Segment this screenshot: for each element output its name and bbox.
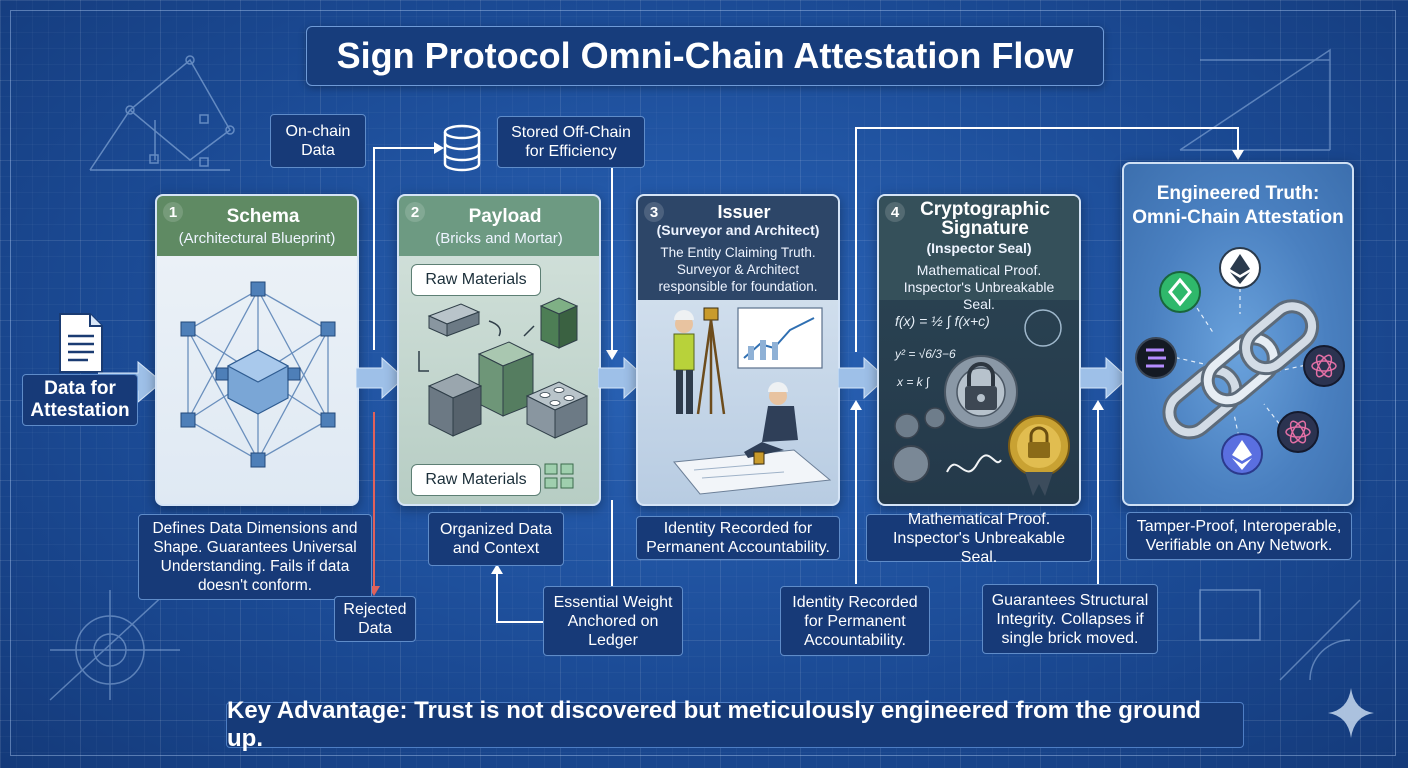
step-number: 3: [644, 202, 664, 222]
issuer-card: 3 Issuer (Surveyor and Architect) The En…: [636, 194, 840, 506]
key-advantage-banner: Key Advantage: Trust is not discovered b…: [226, 697, 1244, 752]
atom-icon: [1277, 411, 1319, 453]
lock-icon: [965, 362, 997, 410]
raw-materials-bottom: Raw Materials: [411, 464, 541, 496]
issuer-card-header: 3 Issuer (Surveyor and Architect) The En…: [638, 196, 838, 300]
result-card: Engineered Truth: Omni-Chain Attestation: [1122, 162, 1354, 506]
chain-icon: [1162, 299, 1320, 440]
bnb-icon: [1159, 271, 1201, 313]
off-chain-label: Stored Off-Chain for Efficiency: [497, 116, 645, 168]
step-title: Payload: [468, 206, 542, 227]
blueprint-sketch-top-left: [89, 55, 235, 171]
flow-arrow-4: [1080, 356, 1129, 400]
solana-icon: [1135, 337, 1177, 379]
database-icon: [443, 124, 481, 172]
blueprint-cube-icon: [180, 281, 336, 468]
result-title: Engineered Truth: Omni-Chain Attestation: [1132, 183, 1344, 228]
svg-text:y² = √6/3−6: y² = √6/3−6: [894, 347, 956, 361]
signature-caption: Mathematical Proof. Inspector's Unbreaka…: [866, 511, 1092, 566]
sparkle-icon: [1328, 688, 1374, 738]
flow-arrow-3: [838, 356, 887, 400]
step-description: Mathematical Proof. Inspector's Unbreaka…: [903, 262, 1055, 312]
payload-card-header: 2 Payload (Bricks and Mortar): [399, 196, 599, 256]
raw-materials-top: Raw Materials: [411, 264, 541, 296]
schema-card-header: 1 Schema (Architectural Blueprint): [157, 196, 357, 256]
step-number: 2: [405, 202, 425, 222]
step-number: 1: [163, 202, 183, 222]
input-label: Data for Attestation: [22, 374, 138, 426]
signature-card-header: 4 Cryptographic Signature (Inspector Sea…: [879, 196, 1079, 312]
omni-chain-illustration: [1135, 247, 1345, 475]
page-title: Sign Protocol Omni-Chain Attestation Flo…: [306, 26, 1104, 86]
seal-icon: [1008, 415, 1070, 496]
result-caption: Tamper-Proof, Interoperable, Verifiable …: [1126, 512, 1352, 560]
payload-caption: Organized Data and Context: [428, 512, 564, 566]
step-title: Issuer: [717, 202, 771, 222]
schema-caption: Defines Data Dimensions and Shape. Guara…: [138, 514, 372, 600]
blueprint-sketch-top-right: [1179, 48, 1331, 151]
blueprint-sketch-bottom-left: [49, 579, 181, 701]
atom-icon: [1303, 345, 1345, 387]
step-subtitle: (Bricks and Mortar): [435, 230, 563, 247]
issuer-caption: Identity Recorded for Permanent Accounta…: [636, 516, 840, 560]
step-subtitle: (Architectural Blueprint): [178, 230, 336, 247]
document-icon: [59, 313, 103, 373]
step-subtitle: (Inspector Seal): [926, 240, 1032, 256]
payload-card: 2 Payload (Bricks and Mortar) Raw Materi…: [397, 194, 601, 506]
signature-illustration: f(x) = ½ ∫ f(x+c) y² = √6/3−6 x = k ∫: [892, 309, 1070, 496]
step-description: The Entity Claiming Truth. Surveyor & Ar…: [658, 245, 818, 294]
step-subtitle: (Surveyor and Architect): [656, 222, 820, 238]
schema-card: 1 Schema (Architectural Blueprint): [155, 194, 359, 506]
rejected-label: Rejected Data: [334, 596, 416, 642]
ethereum-icon: [1219, 247, 1261, 289]
blueprint-sketch-bottom-right: [1199, 589, 1361, 681]
step-number: 4: [885, 202, 905, 222]
flow-arrow-2: [598, 356, 647, 400]
step-title: Cryptographic Signature: [920, 199, 1050, 239]
bricks-icon: [418, 297, 589, 439]
svg-text:f(x) = ½ ∫ f(x+c): f(x) = ½ ∫ f(x+c): [895, 313, 990, 330]
ethereum-icon: [1221, 433, 1263, 475]
svg-text:x = k ∫: x = k ∫: [896, 375, 930, 389]
step-title: Schema: [226, 206, 300, 227]
grid-blocks-icon: [544, 463, 574, 489]
flow-arrow-1: [356, 356, 405, 400]
signature-card: 4 Cryptographic Signature (Inspector Sea…: [877, 194, 1081, 506]
blueprint-frame: [10, 10, 1396, 756]
identity-label: Identity Recorded for Permanent Accounta…: [780, 586, 930, 656]
integrity-label: Guarantees Structural Integrity. Collaps…: [982, 584, 1158, 654]
on-chain-label: On-chain Data: [270, 114, 366, 168]
surveyors-illustration: [673, 307, 832, 495]
weight-label: Essential Weight Anchored on Ledger: [543, 586, 683, 656]
